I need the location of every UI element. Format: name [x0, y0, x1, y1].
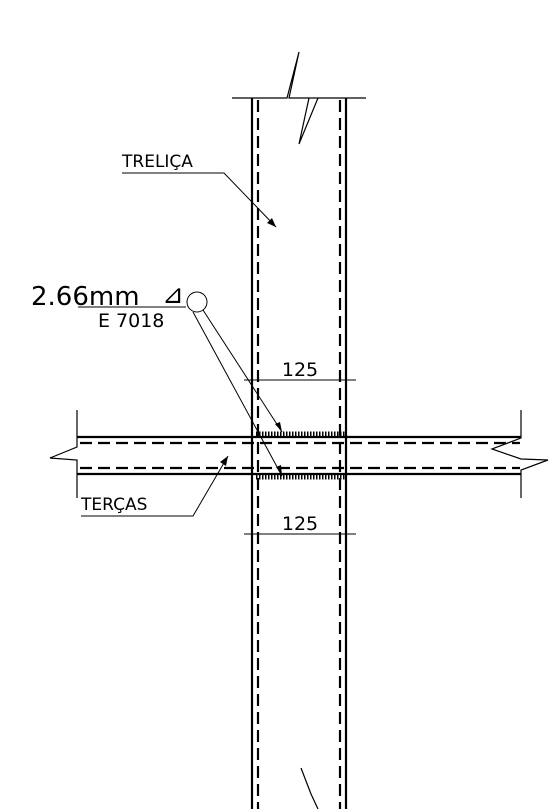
top-break-line	[232, 51, 366, 145]
right-break-line	[490, 410, 549, 498]
trelica-label: TRELIÇA	[121, 152, 193, 172]
weld-all-around-circle	[186, 291, 208, 313]
electrode-label: E 7018	[98, 310, 164, 332]
weld-arrow-leader-upper	[202, 309, 283, 433]
trelica-leader	[122, 172, 277, 228]
weld-symbol-callout: 2.66mm ⊿ E 7018	[31, 280, 283, 477]
weld-beads	[256, 431, 346, 480]
trelica-callout: TRELIÇA	[121, 152, 277, 228]
weld-arrowhead-lower	[276, 465, 282, 476]
dimension-top-label: 125	[282, 359, 318, 381]
trelica-arrowhead	[267, 218, 276, 227]
tercas-leader	[81, 455, 229, 517]
tercas-arrowhead	[220, 456, 228, 466]
bottom-break-mark	[300, 767, 319, 809]
trelica-member	[232, 51, 366, 809]
weld-fillet-symbol: ⊿	[162, 280, 184, 310]
tercas-member	[49, 410, 549, 498]
weld-arrow-leader-lower	[192, 311, 283, 477]
tercas-callout: TERÇAS	[80, 455, 229, 517]
dimension-bottom-label: 125	[282, 513, 318, 535]
dimension-top: 125	[244, 359, 356, 386]
left-break-line	[49, 410, 78, 498]
dimension-bottom: 125	[244, 513, 356, 541]
weld-arrowhead-upper	[275, 422, 282, 432]
tercas-label: TERÇAS	[80, 495, 147, 515]
